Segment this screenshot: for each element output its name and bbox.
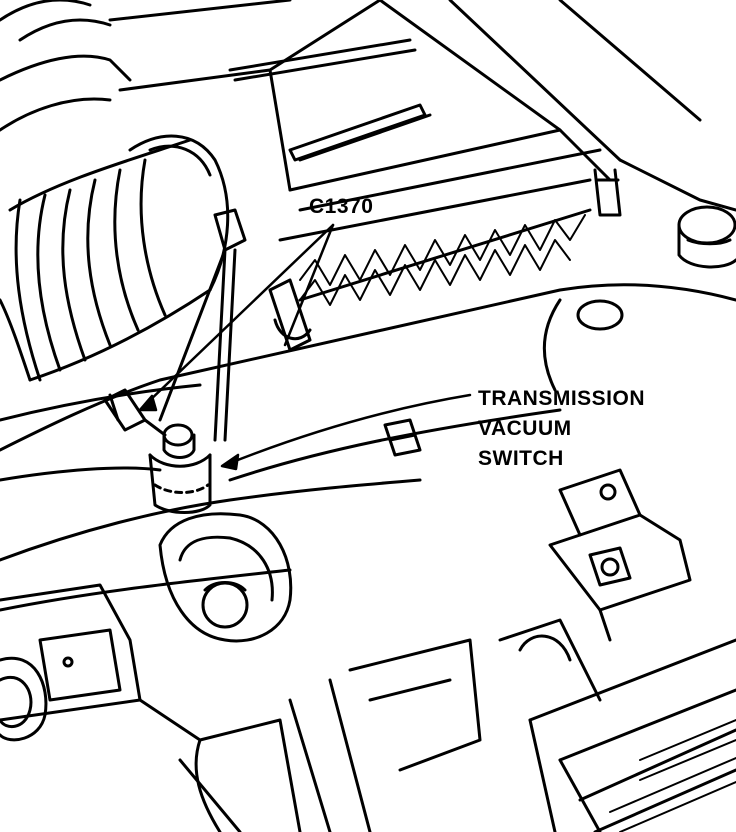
radiator-grille bbox=[498, 618, 736, 832]
leader-lines bbox=[138, 223, 472, 471]
lower-left-bracket bbox=[0, 583, 142, 742]
hose-bracket bbox=[268, 278, 422, 457]
switch-label-line: VACUUM bbox=[478, 417, 572, 440]
switch-label: TRANSMISSION VACUUM SWITCH bbox=[478, 384, 645, 474]
lower-structure bbox=[138, 638, 482, 832]
air-cleaner-housing bbox=[108, 0, 736, 302]
cowl-panel bbox=[0, 283, 736, 612]
right-bracket bbox=[548, 468, 692, 642]
connector-c1370 bbox=[103, 208, 247, 442]
connector-label: C1370 bbox=[309, 195, 374, 218]
housing-clip bbox=[593, 168, 622, 217]
switch-label-line: TRANSMISSION bbox=[478, 387, 646, 410]
air-intake-boot bbox=[0, 0, 230, 382]
filler-cap bbox=[677, 205, 736, 269]
filter-pleats bbox=[299, 214, 586, 306]
grommet-opening bbox=[158, 512, 293, 643]
vacuum-switch-body bbox=[148, 423, 212, 514]
switch-label-line: SWITCH bbox=[478, 447, 564, 470]
